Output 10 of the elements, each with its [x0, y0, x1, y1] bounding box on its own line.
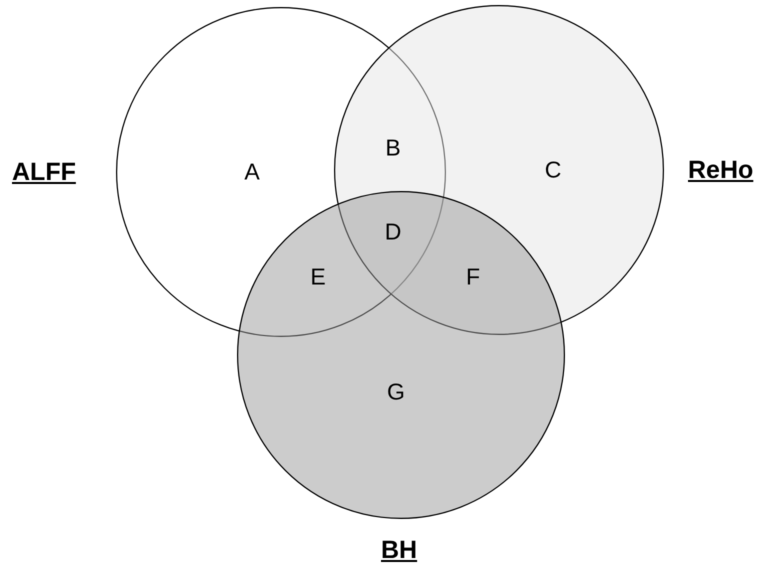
- region-letter: A: [244, 158, 260, 186]
- set-label: BH: [381, 536, 418, 565]
- region-letter: G: [387, 378, 405, 406]
- region-letter: B: [385, 134, 401, 162]
- set-label: ALFF: [12, 158, 76, 187]
- region-letter: D: [384, 218, 402, 246]
- region-letter: F: [466, 264, 480, 290]
- set-label: ReHo: [688, 156, 754, 185]
- region-letter: E: [310, 264, 326, 290]
- region-letter: C: [544, 156, 562, 184]
